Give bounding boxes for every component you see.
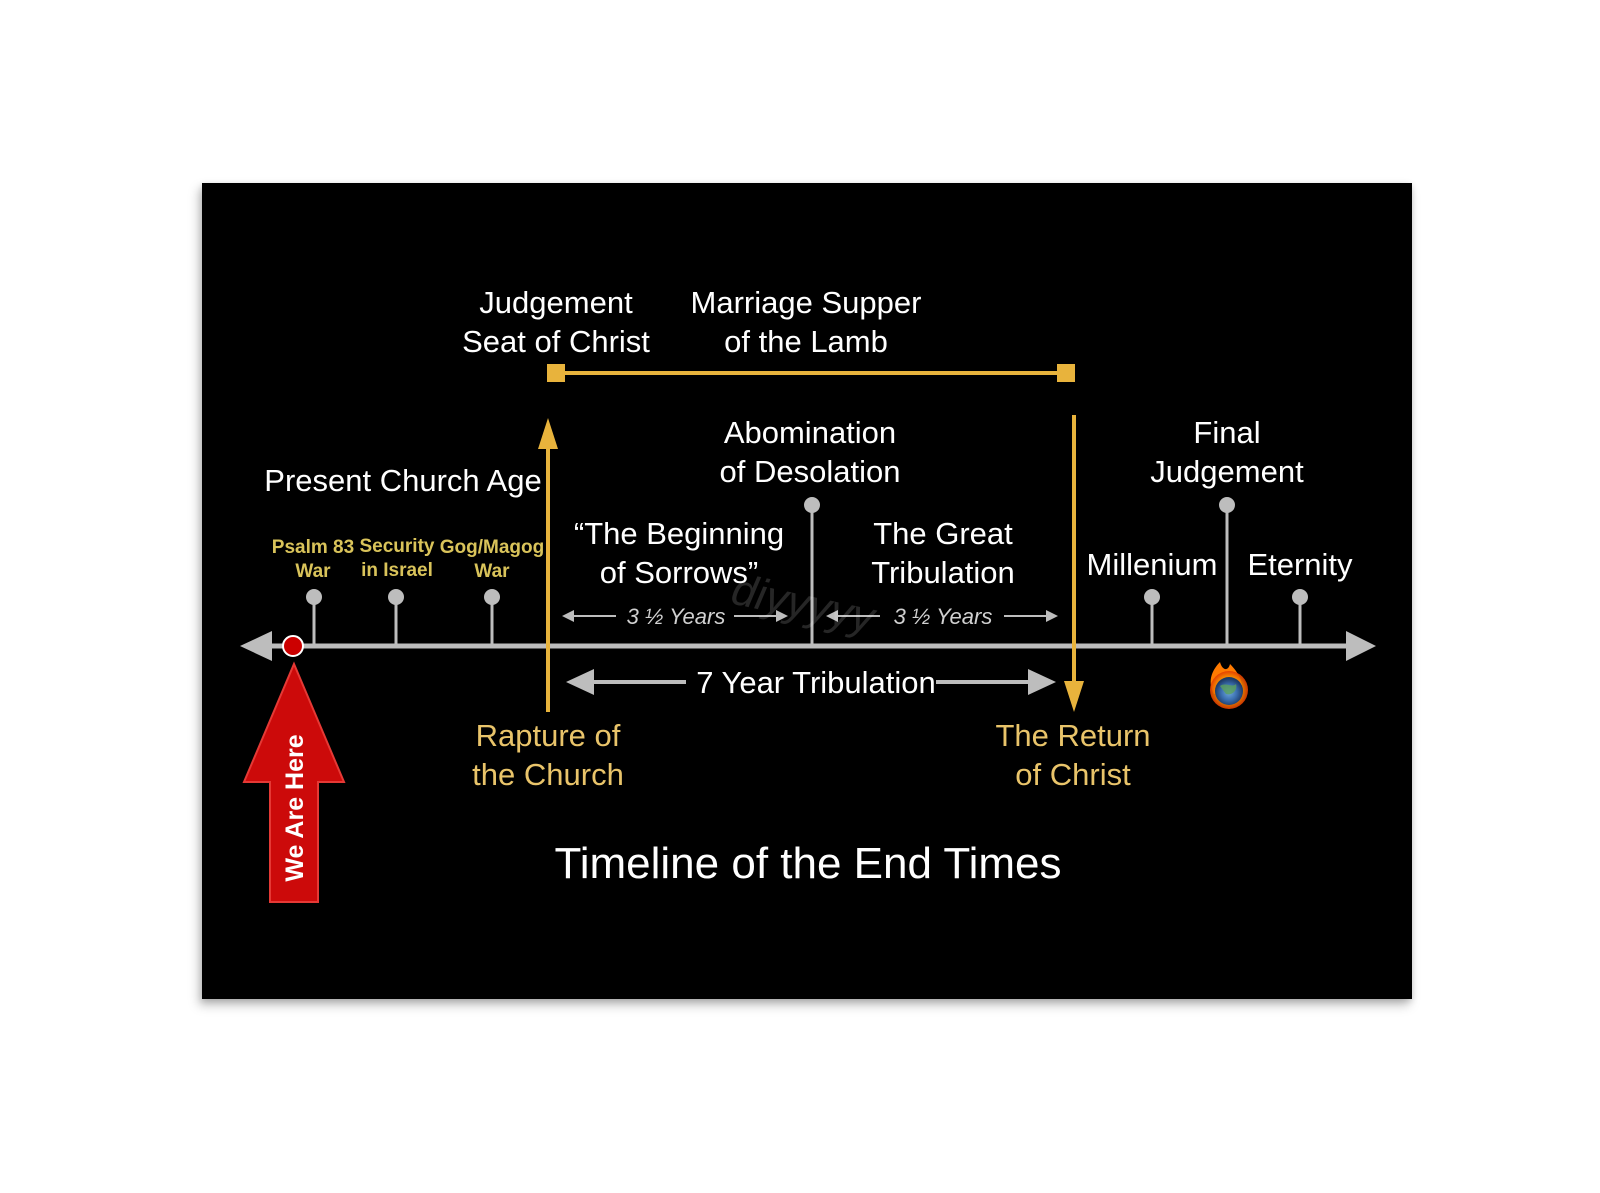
abomination-pin-head xyxy=(804,497,820,513)
red-circle-icon xyxy=(282,635,304,657)
rapture-label-line1: Rapture of xyxy=(476,718,621,753)
eternity-label: Eternity xyxy=(1247,547,1353,582)
we-are-here-label: We Are Here xyxy=(281,734,309,881)
axis-right-arrowhead xyxy=(1346,631,1376,661)
first-half-years-label: 3 ½ Years xyxy=(627,604,726,629)
axis-left-arrowhead xyxy=(240,631,272,661)
great-tribulation-line1: The Great xyxy=(873,516,1013,551)
psalm-83-pin-head xyxy=(306,589,322,605)
burning-earth-icon xyxy=(1210,662,1248,709)
timeline-poster xyxy=(202,183,1412,999)
final-judgement-line2: Judgement xyxy=(1150,454,1304,489)
gog-magog-label-line2: War xyxy=(474,561,510,582)
bracket-right-square xyxy=(1057,364,1075,382)
first-half-right-arrowhead xyxy=(776,610,788,622)
seven-year-right-arrowhead xyxy=(1028,669,1056,695)
diagram-title: Timeline of the End Times xyxy=(554,839,1061,888)
beginning-of-sorrows-line1: “The Beginning xyxy=(574,516,784,551)
seven-year-left-arrowhead xyxy=(566,669,594,695)
present-church-age-label: Present Church Age xyxy=(264,463,541,498)
return-label-line1: The Return xyxy=(995,718,1150,753)
eternity-pin-head xyxy=(1292,589,1308,605)
final-judgement-line1: Final xyxy=(1193,415,1260,450)
abomination-line2: of Desolation xyxy=(720,454,901,489)
gog-magog-label-line1: Gog/Magog xyxy=(440,537,544,558)
psalm-83-label-line2: War xyxy=(295,561,331,582)
watermark: diyyyyy xyxy=(727,565,881,644)
seven-year-label: 7 Year Tribulation xyxy=(696,665,936,700)
psalm-83-label-line1: Psalm 83 xyxy=(272,537,354,558)
great-tribulation-line2: Tribulation xyxy=(871,555,1015,590)
second-half-years-label: 3 ½ Years xyxy=(894,604,993,629)
millenium-pin-head xyxy=(1144,589,1160,605)
millenium-label: Millenium xyxy=(1087,547,1218,582)
bracket-left-square xyxy=(547,364,565,382)
marriage-supper-line1: Marriage Supper xyxy=(691,285,922,320)
rapture-arrowhead xyxy=(538,418,558,449)
security-israel-label-line1: Security xyxy=(360,536,435,557)
rapture-label-line2: the Church xyxy=(472,757,624,792)
security-israel-label-line2: in Israel xyxy=(361,560,433,581)
return-arrowhead xyxy=(1064,681,1084,712)
second-half-left-arrowhead xyxy=(826,610,838,622)
judgement-seat-line1: Judgement xyxy=(479,285,633,320)
marriage-supper-line2: of the Lamb xyxy=(724,324,888,359)
gog-magog-pin-head xyxy=(484,589,500,605)
return-label-line2: of Christ xyxy=(1015,757,1131,792)
we-are-here-arrow xyxy=(242,661,346,903)
first-half-left-arrowhead xyxy=(562,610,574,622)
final-judgement-pin-head xyxy=(1219,497,1235,513)
security-israel-pin-head xyxy=(388,589,404,605)
beginning-of-sorrows-line2: of Sorrows” xyxy=(600,555,758,590)
second-half-right-arrowhead xyxy=(1046,610,1058,622)
judgement-seat-line2: Seat of Christ xyxy=(462,324,650,359)
abomination-line1: Abomination xyxy=(724,415,896,450)
